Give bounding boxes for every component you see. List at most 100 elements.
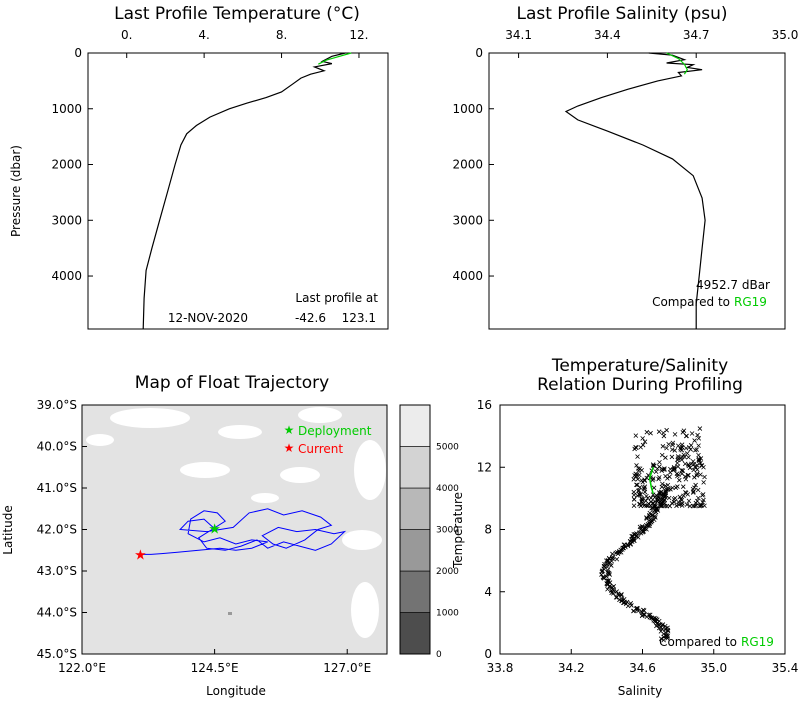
ts-point bbox=[664, 427, 669, 433]
max-pressure-note: 4952.7 dBar bbox=[696, 278, 770, 292]
ts-point bbox=[677, 477, 682, 483]
ts-point bbox=[638, 492, 644, 497]
ts-x-tick-label: 35.4 bbox=[772, 661, 799, 675]
ts-point bbox=[634, 605, 640, 611]
latitude-tick-label: 40.0°S bbox=[37, 440, 77, 454]
ts-point bbox=[663, 493, 668, 499]
ts-point bbox=[678, 501, 683, 507]
ts-point bbox=[616, 592, 621, 598]
ts-x-tick-label: 35.0 bbox=[700, 661, 727, 675]
temperature-profile-lines bbox=[142, 52, 352, 330]
ts-y-tick-label: 0 bbox=[484, 647, 492, 661]
depth-colorbar-label: 2000 bbox=[436, 567, 459, 577]
bathymetry-patch bbox=[342, 530, 382, 550]
ts-point bbox=[606, 578, 611, 584]
current-position-marker-icon: ★ bbox=[134, 547, 147, 563]
ts-point bbox=[697, 503, 702, 509]
latitude-tick-label: 45.0°S bbox=[37, 647, 77, 661]
ts-point bbox=[660, 443, 666, 449]
ts-point bbox=[679, 497, 685, 503]
ts-point bbox=[665, 482, 671, 488]
y-tick-label: 2000 bbox=[51, 158, 82, 172]
ts-point bbox=[644, 503, 649, 509]
y-tick-label: 1000 bbox=[452, 102, 483, 116]
ts-point bbox=[685, 451, 690, 456]
ts-point bbox=[666, 486, 671, 492]
ts-point bbox=[659, 498, 664, 503]
ts-point bbox=[648, 503, 653, 508]
ts-point bbox=[669, 454, 675, 460]
ts-point bbox=[679, 454, 685, 460]
ts-point bbox=[648, 499, 654, 505]
ts-point bbox=[633, 433, 639, 438]
ts-point bbox=[693, 482, 698, 488]
ts-point bbox=[635, 476, 641, 482]
ts-point bbox=[625, 543, 631, 549]
ts-point bbox=[605, 558, 611, 564]
bathymetry-patch bbox=[351, 582, 379, 638]
ts-point bbox=[601, 575, 606, 581]
ts-point bbox=[651, 485, 657, 491]
ts-point bbox=[669, 447, 675, 452]
depth-colorbar-label: 0 bbox=[436, 650, 442, 660]
y-tick-label: 3000 bbox=[51, 213, 82, 227]
longitude-tick-label: 127.0°E bbox=[323, 661, 371, 675]
ts-point bbox=[640, 524, 645, 530]
longitude-axis-label: Longitude bbox=[206, 684, 266, 698]
ts-point bbox=[640, 607, 646, 613]
ts-point bbox=[641, 486, 647, 492]
profile-series-line bbox=[142, 52, 346, 330]
ts-point bbox=[658, 629, 664, 634]
ts-point bbox=[666, 441, 671, 447]
ts-point bbox=[678, 447, 684, 452]
ts-point bbox=[680, 484, 686, 489]
ts-point bbox=[615, 591, 621, 596]
deployment-marker-icon: ★ bbox=[208, 522, 221, 538]
ts-point bbox=[688, 443, 694, 448]
depth-colorbar-label: 3000 bbox=[436, 526, 459, 536]
temperature-profile-panel: Last Profile Temperature (°C) 0.4.8.12. … bbox=[9, 4, 389, 330]
ts-point bbox=[694, 447, 700, 452]
bathymetry-patch bbox=[298, 407, 342, 423]
ts-title-line-2: Relation During Profiling bbox=[537, 375, 743, 395]
last-profile-label: Last profile at bbox=[295, 291, 378, 305]
ts-point bbox=[628, 601, 634, 606]
ts-scatter-points bbox=[599, 426, 707, 643]
ts-point bbox=[686, 472, 691, 478]
ts-point bbox=[671, 465, 677, 470]
y-tick-label: 0 bbox=[74, 46, 82, 60]
ts-point bbox=[691, 467, 696, 473]
ts-point bbox=[675, 464, 681, 469]
last-profile-date: 12-NOV-2020 bbox=[168, 311, 248, 325]
latitude-tick-label: 44.0°S bbox=[37, 606, 77, 620]
ts-point bbox=[695, 498, 700, 504]
ts-point bbox=[683, 490, 689, 496]
trajectory-line bbox=[140, 508, 347, 555]
ts-title-line-1: Temperature/Salinity bbox=[551, 356, 728, 376]
ts-point bbox=[659, 484, 665, 490]
bathymetry-patch bbox=[280, 467, 320, 483]
x-tick-label: 8. bbox=[276, 28, 287, 42]
ts-reference-line bbox=[648, 467, 654, 494]
profile-series-line bbox=[666, 52, 688, 75]
ts-point bbox=[640, 436, 645, 441]
ts-point bbox=[692, 475, 697, 480]
depth-colorbar-box bbox=[399, 529, 431, 572]
ts-point bbox=[608, 563, 614, 568]
ts-reference-name: RG19 bbox=[741, 635, 774, 649]
ts-point bbox=[644, 493, 649, 499]
ts-point bbox=[637, 502, 642, 507]
ts-point bbox=[653, 515, 658, 520]
current-legend-label: Current bbox=[298, 442, 343, 456]
ts-point bbox=[639, 613, 645, 619]
ts-point bbox=[680, 430, 686, 435]
ts-point bbox=[605, 569, 611, 575]
salinity-plot-frame bbox=[488, 52, 786, 330]
ts-point bbox=[697, 426, 703, 431]
ts-point bbox=[684, 502, 690, 507]
ts-point bbox=[635, 482, 640, 488]
ts-point bbox=[659, 468, 665, 474]
ts-point bbox=[631, 503, 637, 508]
